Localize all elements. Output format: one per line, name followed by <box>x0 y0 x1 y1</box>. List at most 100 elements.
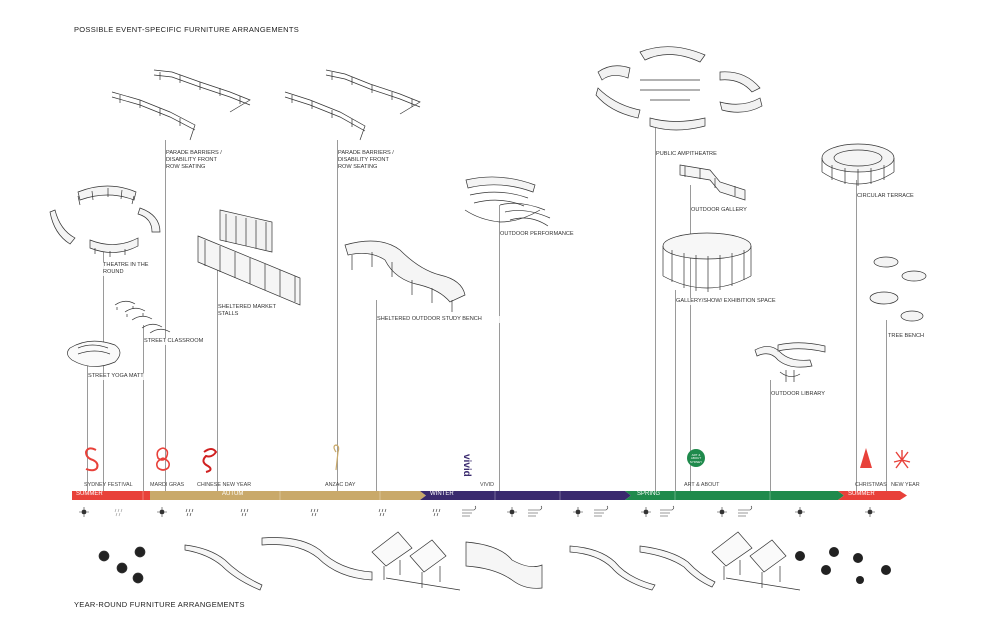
sun-icon <box>79 507 89 517</box>
leader-line <box>103 250 104 495</box>
arrangement-label: THEATRE IN THE ROUND <box>103 262 155 277</box>
arrangement-label: STREET CLASSROOM <box>144 338 214 346</box>
year-round-drawings <box>98 531 891 591</box>
arrangement-label: SHELTERED MARKET STALLS <box>218 304 278 319</box>
rain-icon <box>185 508 194 517</box>
event-label: MARDI GRAS <box>150 482 185 488</box>
theatre-in-the-round-drawing <box>49 185 161 257</box>
sheltered-outdoor-study-bench-drawing <box>344 240 466 312</box>
cafe-tables-drawing <box>795 547 891 584</box>
cafe-tables-drawing <box>98 546 146 584</box>
christmas-tree-logo <box>860 448 872 468</box>
fireworks-logo <box>893 450 911 469</box>
arrangement-label: PARADE BARRIERS / DISABILITY FRONT ROW S… <box>338 150 400 172</box>
shade-canopy-drawing <box>371 531 447 573</box>
arrangement-label: SHELTERED OUTDOOR STUDY BENCH <box>377 316 507 324</box>
sun-icon <box>795 507 805 517</box>
arrangement-label: OUTDOOR PERFORMANCE <box>500 231 580 239</box>
leader-line <box>337 140 338 495</box>
sun-icon <box>641 507 651 517</box>
shade-canopy-drawing <box>711 531 787 573</box>
arrangement-label: CIRCULAR TERRACE <box>857 193 917 201</box>
street-yoga-mat-drawing <box>67 340 121 367</box>
chinese-new-year-logo <box>202 448 218 473</box>
bench-drawing <box>569 545 656 591</box>
arrangement-label: OUTDOOR LIBRARY <box>771 391 831 399</box>
arrangement-label: PUBLIC AMPITHEATRE <box>656 151 726 159</box>
mardi-gras-logo <box>156 447 170 471</box>
season-label: SUMMER <box>76 491 103 497</box>
event-logos <box>84 444 911 473</box>
season-timeline <box>72 491 907 500</box>
bottom-heading: YEAR-ROUND FURNITURE ARRANGEMENTS <box>74 600 245 609</box>
leader-line <box>886 320 887 495</box>
sun-icon <box>717 507 727 517</box>
wind-icon <box>462 505 477 517</box>
top-heading: POSSIBLE EVENT-SPECIFIC FURNITURE ARRANG… <box>74 25 300 34</box>
wind-icon <box>738 505 753 517</box>
season-band-summer-end <box>838 491 907 500</box>
parade-barrier-drawing <box>284 69 421 141</box>
event-label: CHRISTMAS <box>855 482 887 488</box>
outdoor-library-drawing <box>754 342 826 382</box>
arrangement-label: PARADE BARRIERS / DISABILITY FRONT ROW S… <box>166 150 228 172</box>
rain-icon <box>432 508 441 517</box>
arrangement-label: OUTDOOR GALLERY <box>691 207 761 215</box>
sun-icon <box>865 507 875 517</box>
street-classroom-drawing <box>114 300 171 334</box>
leader-line <box>655 125 656 495</box>
leader-line <box>675 290 676 495</box>
sydney-festival-logo <box>84 447 99 472</box>
vivid-logo: vivid <box>461 454 472 477</box>
wind-icon <box>660 505 675 517</box>
sheltered-market-stalls-drawing <box>197 209 301 306</box>
public-amphitheatre-drawing <box>595 46 763 131</box>
shelter-wall-drawing <box>465 541 543 589</box>
art-about-logo-text: ART & ABOUT SYDNEY <box>689 453 703 464</box>
anzac-day-logo <box>333 444 340 471</box>
arrangement-label: TREE BENCH <box>888 333 928 341</box>
wind-icon <box>528 505 543 517</box>
event-label: ANZAC DAY <box>325 482 356 488</box>
weather-icons <box>79 505 875 517</box>
tree-bench-drawing <box>869 256 927 322</box>
season-band-winter <box>420 491 631 500</box>
outdoor-performance-drawing <box>464 176 551 227</box>
rain-icon <box>310 508 319 517</box>
showers-icon <box>114 508 123 517</box>
season-band-autumn <box>150 491 426 500</box>
bench-drawing <box>184 544 263 591</box>
leader-line <box>217 245 218 495</box>
parade-barrier-drawing <box>111 69 251 141</box>
arrangement-label: STREET YOGA MATT <box>88 373 158 381</box>
bench-drawing <box>261 537 373 581</box>
leader-line <box>690 185 691 495</box>
leader-line <box>499 205 500 495</box>
arrangement-label: GALLERY/SHOW/ EXHIBITION SPACE <box>676 298 776 306</box>
event-label: VIVID <box>480 482 495 488</box>
season-label: SPRING <box>637 491 661 497</box>
leader-line <box>376 300 377 495</box>
leader-line <box>165 140 166 495</box>
season-label: WINTER <box>430 491 454 497</box>
sun-icon <box>157 507 167 517</box>
event-label: NEW YEAR <box>891 482 920 488</box>
leader-line <box>87 355 88 495</box>
rain-icon <box>240 508 249 517</box>
outdoor-gallery-drawing <box>679 164 746 201</box>
wind-icon <box>594 505 609 517</box>
leader-line <box>770 380 771 495</box>
season-band-spring <box>625 491 844 500</box>
event-label: ART & ABOUT <box>684 482 720 488</box>
leader-line <box>143 325 144 495</box>
circular-terrace-drawing <box>821 143 895 186</box>
sun-icon <box>507 507 517 517</box>
art-about-logo <box>687 449 705 467</box>
gallery-exhibition-drawing <box>662 232 752 292</box>
leader-line <box>856 180 857 495</box>
sun-icon <box>573 507 583 517</box>
rain-icon <box>378 508 387 517</box>
bench-drawing <box>639 545 716 588</box>
season-band-summer <box>72 491 150 500</box>
